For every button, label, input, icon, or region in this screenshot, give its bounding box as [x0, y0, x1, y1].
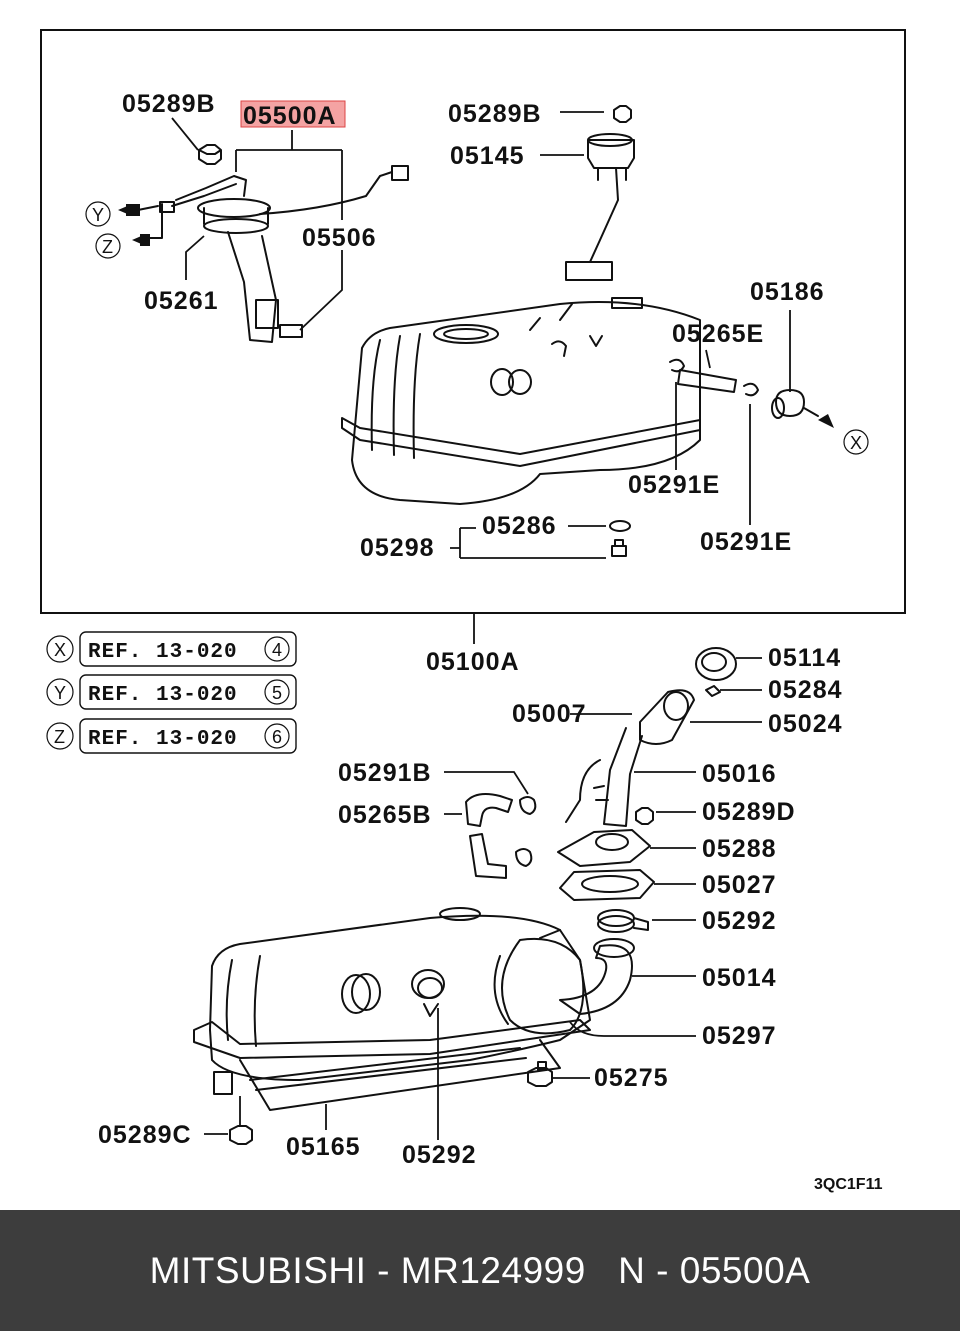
diagram-reference: N - 05500A: [618, 1249, 811, 1291]
label-05291E-a[interactable]: 05291E: [628, 471, 720, 499]
label-05288[interactable]: 05288: [702, 835, 777, 863]
label-05289C[interactable]: 05289C: [98, 1121, 192, 1149]
highlighted-part-label[interactable]: 05500A: [243, 102, 337, 130]
label-05289B-b[interactable]: 05289B: [448, 100, 542, 128]
svg-text:REF. 13-020[interactable]: REF. 13-020: [88, 684, 238, 707]
parts-diagram: 05500A Y Z: [40, 29, 906, 1193]
marker-x: X: [850, 433, 862, 453]
label-05145[interactable]: 05145: [450, 142, 525, 170]
label-05027[interactable]: 05027: [702, 871, 777, 899]
label-05292-a[interactable]: 05292: [702, 907, 777, 935]
label-05007[interactable]: 05007: [512, 700, 587, 728]
label-05014[interactable]: 05014: [702, 964, 777, 992]
label-05024[interactable]: 05024: [768, 710, 843, 738]
assembly-frame: [40, 29, 906, 614]
label-05265E[interactable]: 05265E: [672, 320, 764, 348]
label-05291E-b[interactable]: 05291E: [700, 528, 792, 556]
spacer: [586, 1250, 618, 1292]
svg-text:Z: Z: [54, 727, 65, 747]
marker-z: Z: [102, 237, 113, 257]
label-05289D[interactable]: 05289D: [702, 798, 796, 826]
part-number: MR124999: [400, 1249, 586, 1291]
breather-hose-group: X: [669, 310, 869, 525]
reference-row-x: X REF. 13-020 4: [46, 631, 297, 667]
label-05016[interactable]: 05016: [702, 760, 777, 788]
brand-name: MITSUBISHI: [149, 1249, 367, 1291]
breather-hose-b-group: [444, 771, 537, 879]
svg-text:Y: Y: [54, 683, 66, 703]
label-05100A[interactable]: 05100A: [426, 648, 520, 676]
label-05297[interactable]: 05297: [702, 1022, 777, 1050]
label-05114[interactable]: 05114: [768, 644, 841, 672]
label-05186[interactable]: 05186: [750, 278, 825, 306]
label-05291B[interactable]: 05291B: [338, 759, 432, 787]
svg-text:X: X: [54, 640, 66, 660]
marker-y: Y: [92, 205, 104, 225]
svg-text:REF. 13-020[interactable]: REF. 13-020: [88, 728, 238, 751]
label-05298[interactable]: 05298: [360, 534, 435, 562]
fuel-gauge-unit: [540, 105, 635, 281]
svg-text:5: 5: [272, 683, 282, 703]
svg-text:6: 6: [272, 727, 282, 747]
fuel-tank-upper: [341, 297, 701, 505]
label-05292-b[interactable]: 05292: [402, 1141, 477, 1169]
svg-text:REF. 13-020[interactable]: REF. 13-020: [88, 641, 238, 664]
reference-row-y: Y REF. 13-020 5: [46, 674, 297, 710]
fuel-pump-assembly: 05500A Y Z: [85, 100, 409, 343]
part-info-bar: MITSUBISHI - MR124999 N - 05500A: [0, 1210, 960, 1331]
reference-row-z: Z REF. 13-020 6: [46, 718, 297, 754]
label-05275[interactable]: 05275: [594, 1064, 669, 1092]
reference-table: X REF. 13-020 4 Y REF. 13-020 5 Z REF. 1…: [46, 631, 297, 754]
fuel-tank-lower: [193, 907, 696, 1145]
label-05265B[interactable]: 05265B: [338, 801, 432, 829]
label-05506[interactable]: 05506: [302, 224, 377, 252]
label-05284[interactable]: 05284: [768, 676, 843, 704]
drain-plug-group: [450, 520, 631, 559]
label-05261[interactable]: 05261: [144, 287, 219, 315]
separator: -: [366, 1249, 401, 1291]
svg-text:4: 4: [272, 640, 282, 660]
label-05286[interactable]: 05286: [482, 512, 557, 540]
label-05289B-a[interactable]: 05289B: [122, 90, 216, 118]
label-05165[interactable]: 05165: [286, 1133, 361, 1161]
filler-neck-assembly: [557, 647, 762, 1015]
figure-code: 3QC1F11: [814, 1176, 883, 1193]
